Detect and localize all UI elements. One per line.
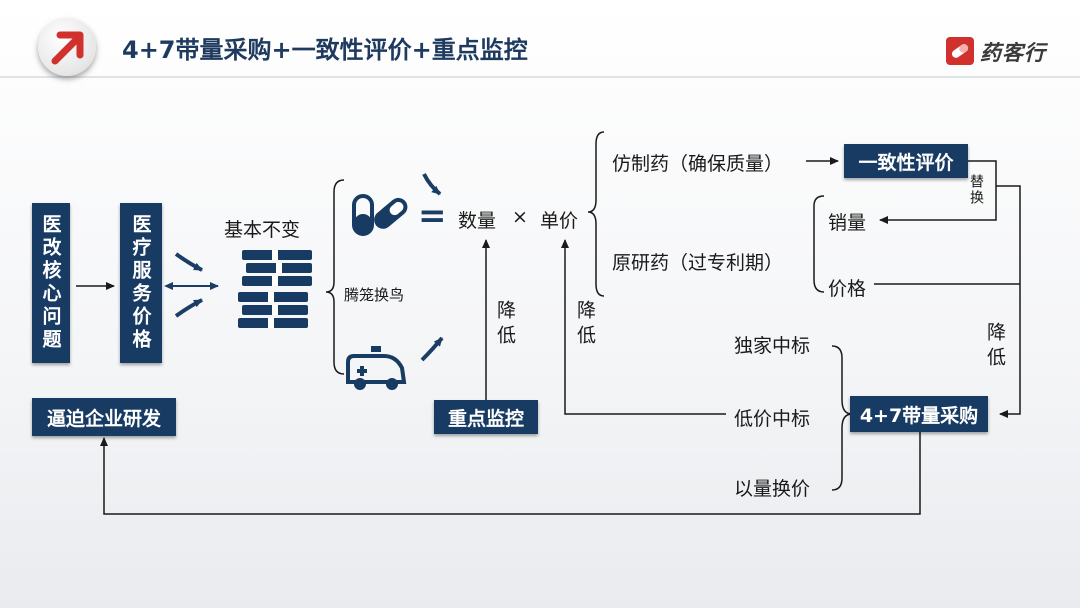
exclusive-bid-label: 独家中标	[734, 335, 811, 357]
generic-drug-label: 仿制药（确保质量）	[612, 153, 784, 175]
original-drug-label: 原研药（过专利期）	[612, 252, 784, 274]
pills-icon	[352, 194, 408, 236]
unit-price-label: 单价	[540, 210, 579, 232]
page-title: 4+7带量采购+一致性评价+重点监控	[122, 36, 528, 64]
brand-pill-icon	[946, 37, 974, 65]
price-label: 价格	[828, 278, 867, 300]
reduce-price-label: 降低	[574, 300, 596, 350]
procurement-box: 4+7带量采购	[850, 396, 988, 432]
quantity-label: 数量	[458, 210, 497, 232]
swap-label: 腾笼换鸟	[344, 286, 405, 304]
unchanged-label: 基本不变	[224, 219, 301, 241]
low-price-bid-label: 低价中标	[734, 408, 811, 430]
arrow-up-right-icon	[51, 31, 84, 65]
money-icon	[238, 250, 312, 328]
reduce-price-right-label: 降低	[984, 322, 1006, 372]
equals-sign: =	[418, 196, 447, 236]
force-rd-box: 逼迫企业研发	[32, 398, 176, 436]
service-price-box: 医疗服务价格	[120, 203, 162, 363]
reform-core-box: 医改核心问题	[32, 203, 70, 363]
reduce-quantity-label: 降低	[494, 300, 516, 350]
times-sign: ×	[512, 206, 528, 228]
logo-arrow-icon	[38, 18, 96, 76]
consistency-box: 一致性评价	[844, 144, 968, 178]
volume-for-price-label: 以量换价	[734, 478, 811, 500]
sales-label: 销量	[828, 212, 867, 234]
brand-name: 药客行	[980, 40, 1046, 65]
key-monitor-box: 重点监控	[434, 400, 538, 434]
ambulance-icon	[346, 346, 407, 390]
replace-label: 替换	[968, 174, 984, 206]
header-divider	[0, 76, 1080, 78]
